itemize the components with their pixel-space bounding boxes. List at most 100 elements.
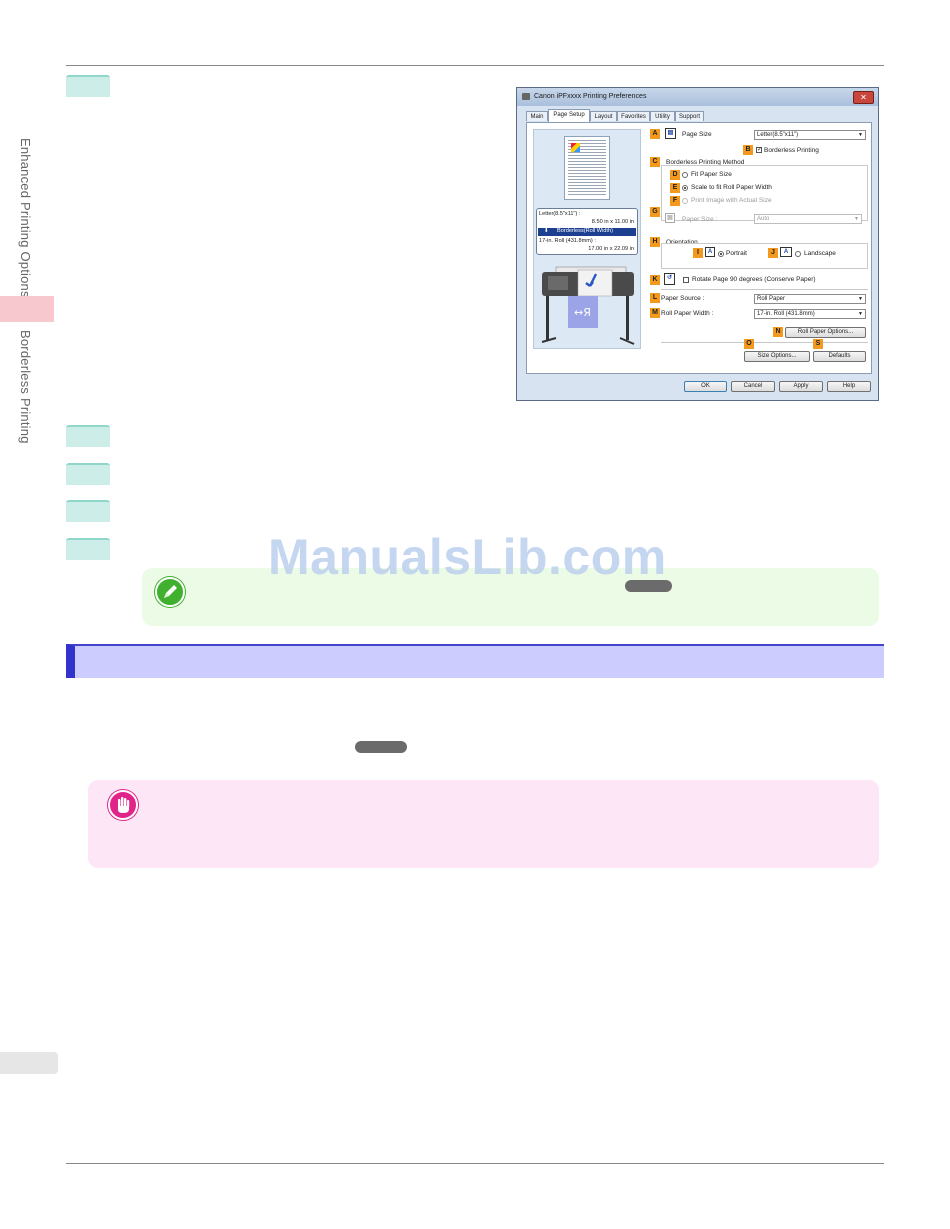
cancel-button[interactable]: Cancel (731, 381, 775, 392)
badge-f: F (670, 196, 680, 206)
tab-page-setup[interactable]: Page Setup (548, 109, 590, 122)
info-line-4: 17.00 in x 22.09 in (588, 246, 634, 252)
reference-link[interactable] (625, 580, 672, 592)
step-marker (66, 463, 110, 485)
badge-m: M (650, 308, 660, 318)
borderless-printing-label: Borderless Printing (764, 147, 819, 154)
separator (661, 289, 868, 290)
step-marker (66, 538, 110, 560)
roll-paper-width-label: Roll Paper Width : (661, 310, 714, 317)
badge-k: K (650, 275, 660, 285)
page-number-tab (0, 1052, 58, 1074)
chevron-down-icon: ▼ (854, 216, 859, 222)
print-actual-size-label: Print Image with Actual Size (691, 197, 772, 204)
badge-j: J (768, 248, 778, 258)
tab-utility[interactable]: Utility (650, 111, 675, 121)
info-line-3: 17-in. Roll (431.8mm) : (539, 238, 596, 244)
apply-button[interactable]: Apply (779, 381, 823, 392)
paper-info-box: Letter(8.5"x11") : 8.50 in x 11.00 in ⬇ … (536, 208, 638, 255)
ok-button[interactable]: OK (684, 381, 727, 392)
tab-layout[interactable]: Layout (590, 111, 617, 121)
printer-illustration: ↔Я (541, 266, 635, 345)
badge-d: D (670, 170, 680, 180)
close-button[interactable]: ✕ (853, 91, 874, 104)
watermark: ManualsLib.com (268, 529, 667, 585)
badge-h: H (650, 237, 660, 247)
roll-paper-options-button[interactable]: Roll Paper Options... (785, 327, 866, 338)
badge-i: I (693, 248, 703, 258)
info-highlight: Borderless(Roll Width) (557, 228, 613, 234)
badge-s: S (813, 339, 823, 349)
tab-favorites[interactable]: Favorites (617, 111, 650, 121)
step-marker (66, 75, 110, 97)
reference-link[interactable] (355, 741, 407, 753)
note-box (142, 568, 879, 626)
info-line-2: 8.50 in x 11.00 in (591, 219, 634, 225)
important-box (88, 780, 879, 868)
paper-source-dropdown[interactable]: Roll Paper▼ (754, 294, 866, 304)
rotate-page-checkbox[interactable] (683, 277, 689, 283)
preview-image-icon (571, 143, 580, 152)
sidebar-active-tab (0, 296, 54, 322)
paper-size-label: Paper Size : (682, 216, 718, 223)
orientation-label: Orientation (666, 239, 698, 246)
help-button[interactable]: Help (827, 381, 871, 392)
badge-n: N (773, 327, 783, 337)
separator (661, 342, 868, 343)
size-options-button[interactable]: Size Options... (744, 351, 810, 362)
page-preview-thumbnail (564, 136, 610, 200)
tab-support[interactable]: Support (675, 111, 704, 121)
step-marker (66, 500, 110, 522)
landscape-icon: A (780, 247, 792, 257)
portrait-radio[interactable] (718, 251, 724, 257)
dialog-titlebar: Canon iPFxxxx Printing Preferences ✕ (517, 88, 878, 106)
sidebar-chapter-label: Enhanced Printing Options (18, 138, 33, 298)
page-setup-panel: Letter(8.5"x11") : 8.50 in x 11.00 in ⬇ … (526, 122, 872, 374)
landscape-radio[interactable] (795, 251, 801, 257)
badge-l: L (650, 293, 660, 303)
portrait-icon: A (705, 247, 715, 257)
print-actual-size-radio[interactable] (682, 198, 688, 204)
bottom-rule (66, 1163, 884, 1164)
printing-preferences-dialog: Canon iPFxxxx Printing Preferences ✕ Mai… (516, 87, 879, 401)
scale-to-fit-label: Scale to fit Roll Paper Width (691, 184, 772, 191)
step-marker (66, 425, 110, 447)
tab-main[interactable]: Main (526, 111, 548, 121)
badge-g: G (650, 207, 660, 217)
chevron-down-icon: ▼ (858, 311, 863, 317)
orientation-group (661, 243, 868, 269)
rotate-page-label: Rotate Page 90 degrees (Conserve Paper) (692, 276, 816, 283)
chevron-down-icon: ▼ (858, 132, 863, 138)
paper-size-dropdown[interactable]: Auto▼ (754, 214, 862, 224)
chevron-down-icon: ▼ (858, 296, 863, 302)
roll-paper-width-dropdown[interactable]: 17-in. Roll (431.8mm)▼ (754, 309, 866, 319)
badge-b: B (743, 145, 753, 155)
fit-paper-size-radio[interactable] (682, 172, 688, 178)
section-heading-bar (66, 644, 884, 678)
top-rule (66, 65, 884, 66)
badge-o: O (744, 339, 754, 349)
landscape-label: Landscape (804, 250, 836, 257)
borderless-method-label: Borderless Printing Method (666, 159, 745, 166)
badge-e: E (670, 183, 680, 193)
hand-stop-icon (108, 790, 138, 820)
printer-icon (522, 93, 530, 100)
svg-text:↔Я: ↔Я (574, 306, 591, 319)
arrow-down-icon: ⬇ (544, 228, 549, 234)
paper-source-label: Paper Source : (661, 295, 705, 302)
page-size-icon: ▤ (665, 128, 676, 139)
badge-a: A (650, 129, 660, 139)
dialog-title: Canon iPFxxxx Printing Preferences (534, 93, 647, 100)
scale-to-fit-radio[interactable] (682, 185, 688, 191)
defaults-button[interactable]: Defaults (813, 351, 866, 362)
rotate-page-icon: ↺ (664, 273, 675, 285)
pencil-icon (155, 577, 185, 607)
paper-size-icon: ▤ (665, 213, 675, 223)
info-line-1: Letter(8.5"x11") : (539, 211, 581, 217)
page-size-dropdown[interactable]: Letter(8.5"x11")▼ (754, 130, 866, 140)
portrait-label: Portrait (726, 250, 747, 257)
page-size-label: Page Size (682, 131, 712, 138)
borderless-printing-checkbox[interactable]: ✓ (756, 147, 763, 153)
fit-paper-size-label: Fit Paper Size (691, 171, 732, 178)
badge-c: C (650, 157, 660, 167)
